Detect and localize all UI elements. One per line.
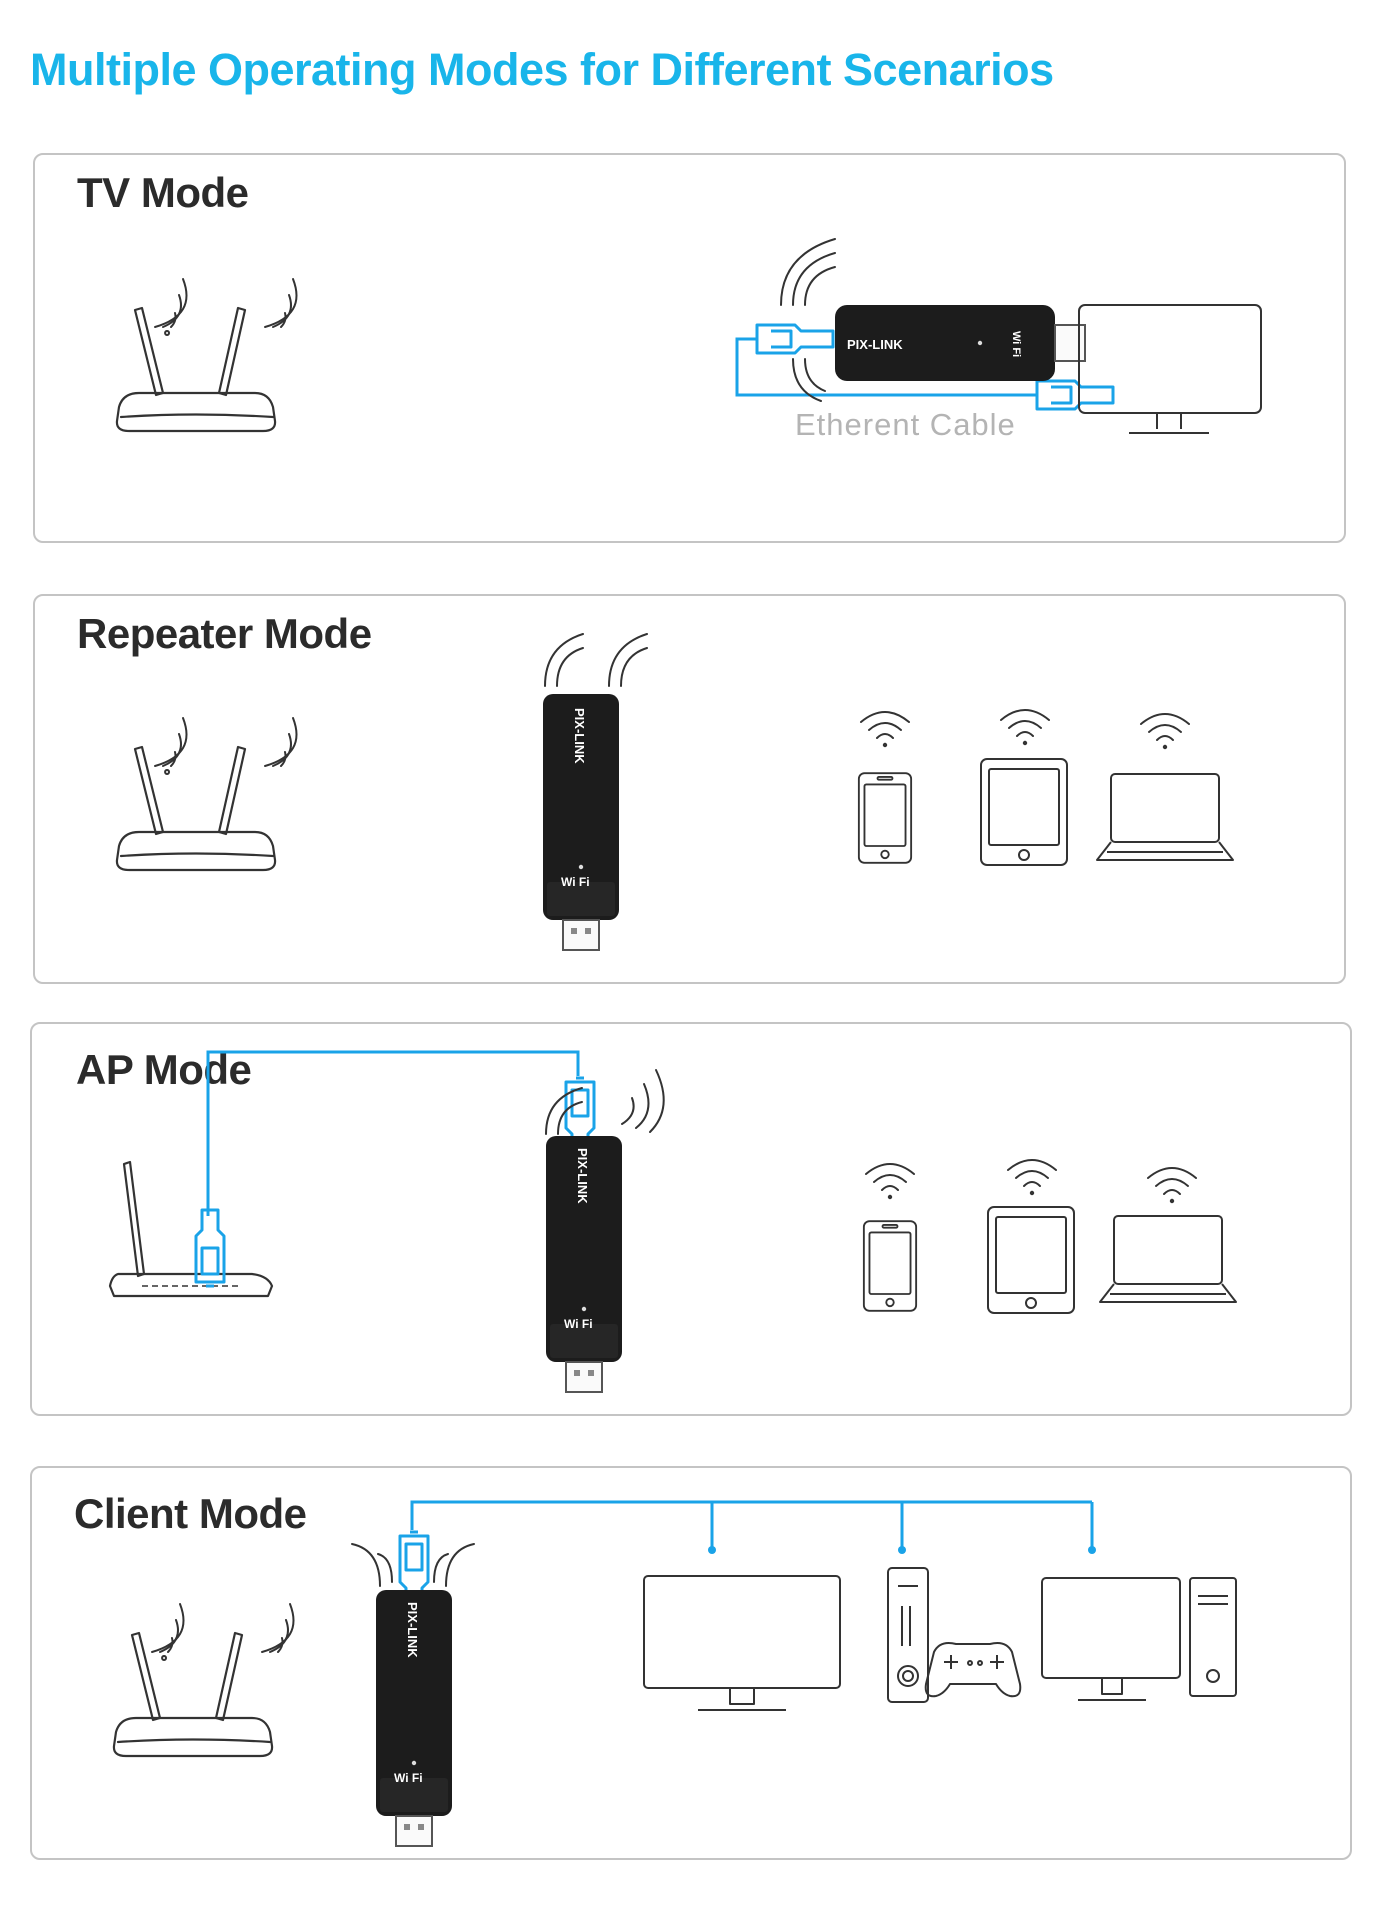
pixlink-dongle-icon: PIX-LINK Wi Fi (835, 305, 1086, 381)
game-console-icon (887, 1567, 1022, 1703)
page-title: Multiple Operating Modes for Different S… (30, 44, 1054, 95)
ethernet-plug-icon (755, 323, 1115, 411)
panel-ap-mode: AP Mode PIX-LINK Wi Fi (30, 1022, 1352, 1416)
tablet-icon (986, 1205, 1076, 1315)
wifi-signal-icon (351, 1543, 475, 1587)
router-icon (108, 1160, 274, 1298)
repeater-mode-diagram: PIX-LINK Wi Fi (115, 633, 1234, 951)
monitor-icon (643, 1575, 841, 1711)
laptop-icon (1096, 773, 1234, 861)
dongle-brand-label: PIX-LINK (405, 1602, 420, 1658)
tv-icon (1078, 304, 1262, 434)
dongle-wifi-label: Wi Fi (561, 875, 590, 889)
dongle-brand-label: PIX-LINK (847, 337, 903, 352)
desktop-pc-icon (1041, 1577, 1237, 1701)
tv-mode-diagram: PIX-LINK Wi Fi (115, 238, 1262, 434)
wifi-signal-icon (865, 1163, 915, 1200)
router-icon (115, 277, 298, 433)
dongle-brand-label: PIX-LINK (575, 1148, 590, 1204)
ap-mode-diagram: PIX-LINK Wi Fi (108, 1050, 1237, 1393)
panel-title-client-mode: Client Mode (74, 1490, 307, 1537)
wifi-signal-icon (1000, 709, 1050, 746)
panel-tv-mode: TV Mode PIX-LINK Wi Fi (33, 153, 1346, 543)
wifi-signal-icon (780, 238, 836, 402)
wifi-signal-icon (544, 633, 648, 687)
panel-repeater-mode: Repeater Mode PIX-LINK Wi Fi (33, 594, 1346, 984)
panel-title-ap-mode: AP Mode (76, 1046, 252, 1093)
cable-junction-dots (708, 1546, 1096, 1554)
ethernet-cable-label: Etherent Cable (795, 407, 1016, 442)
client-mode-diagram: PIX-LINK Wi Fi (112, 1500, 1237, 1847)
dongle-wifi-label: Wi Fi (1010, 331, 1022, 357)
phone-icon (862, 1220, 918, 1312)
dongle-wifi-label: Wi Fi (394, 1771, 423, 1785)
laptop-icon (1099, 1215, 1237, 1303)
wifi-signal-icon (1147, 1167, 1197, 1204)
panel-title-repeater-mode: Repeater Mode (77, 610, 372, 657)
router-icon (115, 716, 298, 872)
panel-title-tv-mode: TV Mode (77, 169, 249, 216)
wifi-signal-icon (1007, 1159, 1057, 1196)
phone-icon (857, 772, 913, 864)
wifi-signal-icon (545, 1069, 665, 1135)
wifi-signal-icon (860, 711, 910, 748)
wifi-signal-icon (1140, 713, 1190, 750)
dongle-wifi-label: Wi Fi (564, 1317, 593, 1331)
router-icon (112, 1602, 295, 1758)
tablet-icon (979, 757, 1069, 867)
panel-client-mode: Client Mode PIX-LINK Wi Fi (30, 1466, 1352, 1860)
dongle-brand-label: PIX-LINK (572, 708, 587, 764)
